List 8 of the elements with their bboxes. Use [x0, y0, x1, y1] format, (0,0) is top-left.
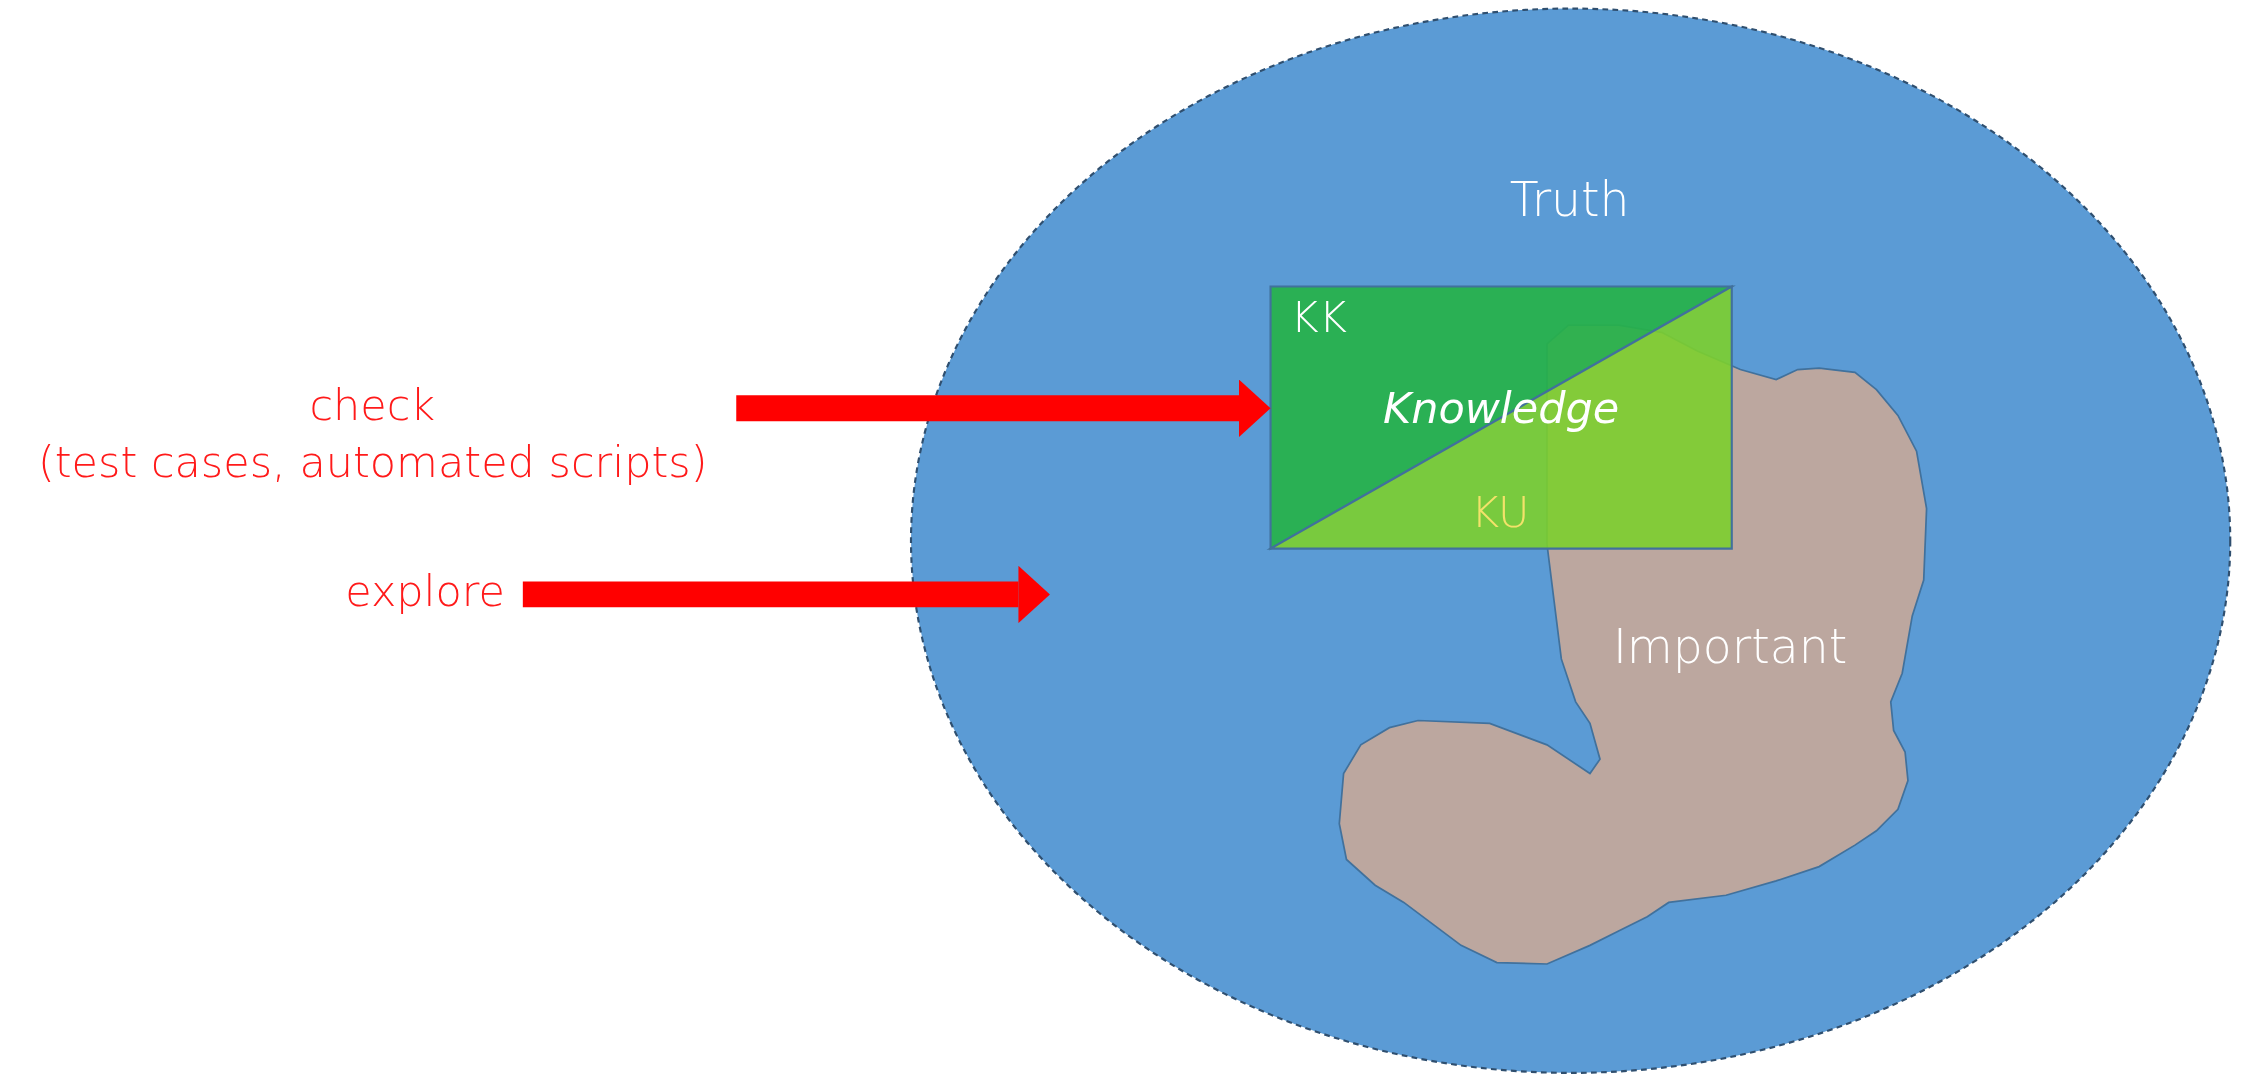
arrow: [522, 565, 1050, 624]
arrow: [736, 379, 1271, 437]
region-label: Important: [1612, 618, 1848, 675]
annotation-text: (test cases, automated scripts): [37, 436, 708, 487]
ellipse: [909, 7, 2232, 1074]
annotation-text: check: [309, 379, 436, 430]
annotation-text: explore: [345, 565, 505, 616]
ellipse-label: Truth: [1509, 171, 1630, 228]
